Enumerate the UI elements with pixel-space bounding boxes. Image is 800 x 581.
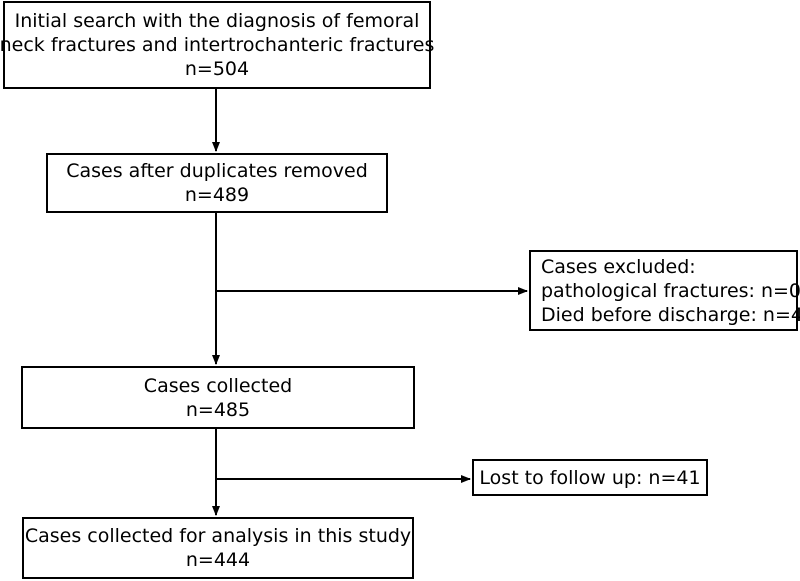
initial-search-line-1: Initial search with the diagnosis of fem… bbox=[14, 10, 420, 32]
excluded-died: Died before discharge: n=4 bbox=[541, 303, 800, 326]
initial-search-count: n=504 bbox=[184, 58, 250, 80]
collected-box: Cases collected n=485 bbox=[21, 366, 415, 429]
duplicates-removed-count: n=489 bbox=[184, 184, 250, 206]
duplicates-removed-box: Cases after duplicates removed n=489 bbox=[46, 153, 388, 213]
initial-search-line-2: neck fractures and intertrochanteric fra… bbox=[0, 34, 435, 56]
collected-count: n=485 bbox=[185, 398, 251, 421]
analysis-box: Cases collected for analysis in this stu… bbox=[22, 517, 414, 579]
lost-follow-up-label: Lost to follow up: n=41 bbox=[479, 466, 701, 489]
excluded-pathological: pathological fractures: n=0 bbox=[541, 279, 800, 302]
initial-search-box: Initial search with the diagnosis of fem… bbox=[0, 1, 435, 89]
lost-follow-up-box: Lost to follow up: n=41 bbox=[472, 459, 708, 496]
collected-label: Cases collected bbox=[143, 374, 293, 397]
excluded-title: Cases excluded: bbox=[541, 255, 696, 278]
excluded-box: Cases excluded: pathological fractures: … bbox=[529, 250, 800, 331]
duplicates-removed-label: Cases after duplicates removed bbox=[66, 160, 368, 182]
analysis-count: n=444 bbox=[185, 549, 251, 571]
analysis-label: Cases collected for analysis in this stu… bbox=[24, 525, 412, 547]
